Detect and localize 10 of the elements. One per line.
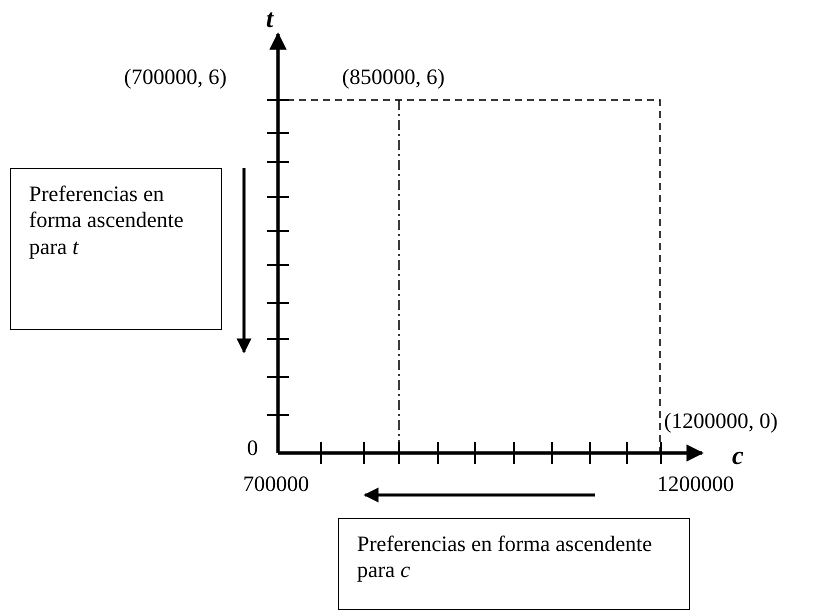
point-label: (700000, 6) (124, 66, 227, 88)
text-box: Preferencias en forma ascendente para c (338, 518, 690, 610)
axis-value: 1200000 (657, 473, 734, 495)
text-box: Preferencias en forma ascendente para t (10, 168, 222, 330)
axis-label: c (732, 443, 744, 469)
point-label: (1200000, 0) (664, 410, 778, 432)
axis-value: 700000 (243, 473, 309, 495)
point-label: (850000, 6) (342, 66, 445, 88)
axis-label: t (266, 6, 274, 32)
axis-value: 0 (247, 437, 258, 459)
